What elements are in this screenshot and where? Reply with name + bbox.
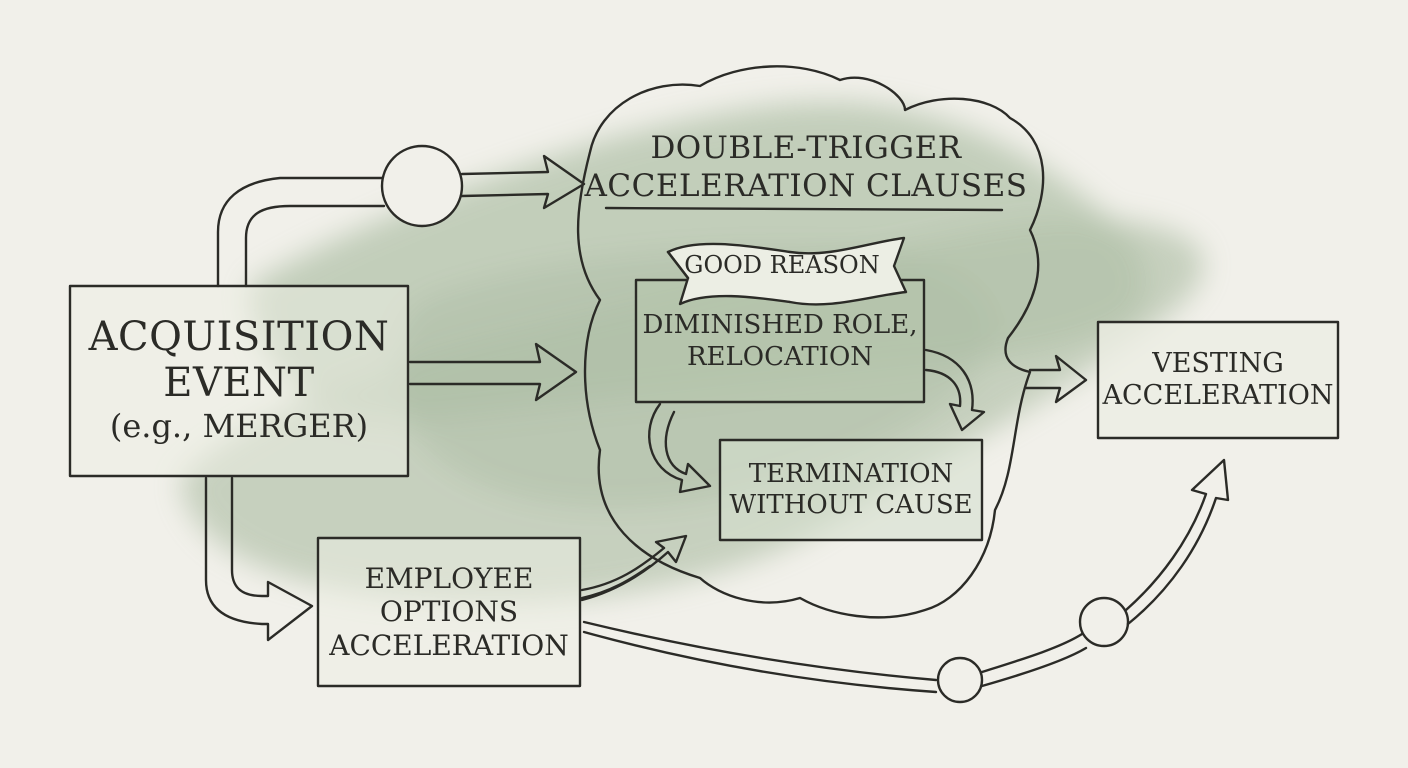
- good-reason-banner: [666, 236, 908, 306]
- acquisition-event-node: ACQUISITION EVENT (e.g., MERGER): [70, 286, 408, 476]
- acquisition-line1: ACQUISITION: [88, 314, 390, 361]
- cloud-title-line1: DOUBLE-TRIGGER: [650, 130, 962, 166]
- bottom-node-circle-1: [936, 656, 984, 704]
- vesting-line1: VESTING: [1152, 347, 1284, 379]
- vesting-acceleration-node: VESTING ACCELERATION: [1098, 322, 1338, 438]
- bottom-node-circle-2: [1078, 596, 1130, 648]
- employee-options-node: EMPLOYEE OPTIONS ACCELERATION: [318, 538, 580, 686]
- good-reason-label: GOOD REASON: [684, 251, 880, 279]
- vesting-line2: ACCELERATION: [1102, 380, 1334, 411]
- diminished-role-line1: DIMINISHED ROLE,: [642, 309, 918, 340]
- termination-line2: WITHOUT CAUSE: [729, 490, 973, 520]
- employee-options-line1: EMPLOYEE: [364, 561, 534, 595]
- title-underline: [604, 206, 1004, 212]
- banner-fold-left: [666, 250, 690, 280]
- top-node-circle: [380, 144, 464, 228]
- employee-options-box-outline: [316, 536, 582, 688]
- long-bottom-arrow: [582, 620, 938, 682]
- diminished-to-termination-arrow-right: [924, 348, 986, 432]
- employee-options-line3: ACCELERATION: [329, 628, 569, 662]
- acquisition-line2: EVENT: [163, 360, 315, 407]
- termination-node: TERMINATION WITHOUT CAUSE: [720, 440, 982, 540]
- double-trigger-cloud: [576, 65, 1045, 619]
- termination-line1: TERMINATION: [748, 458, 954, 489]
- employee-options-line2: OPTIONS: [379, 595, 519, 629]
- vesting-box-outline: [1096, 320, 1340, 440]
- cloud-title: DOUBLE-TRIGGER ACCELERATION CLAUSES: [585, 130, 1027, 206]
- diminished-role-line2: RELOCATION: [686, 342, 874, 372]
- acquisition-box-outline: [68, 284, 410, 478]
- lower-pipe-arrow: [204, 476, 314, 642]
- diminished-to-termination-arrow-left: [647, 402, 712, 494]
- middle-arrow: [408, 342, 578, 402]
- top-pipe-arrow: [216, 176, 386, 288]
- termination-box-outline: [718, 438, 984, 542]
- cloud-title-line2: ACCELERATION CLAUSES: [584, 167, 1028, 204]
- cloud-to-vesting-arrow: [1024, 354, 1088, 404]
- diminished-role-node: DIMINISHED ROLE, RELOCATION: [636, 280, 924, 402]
- acquisition-line3: (e.g., MERGER): [109, 407, 369, 446]
